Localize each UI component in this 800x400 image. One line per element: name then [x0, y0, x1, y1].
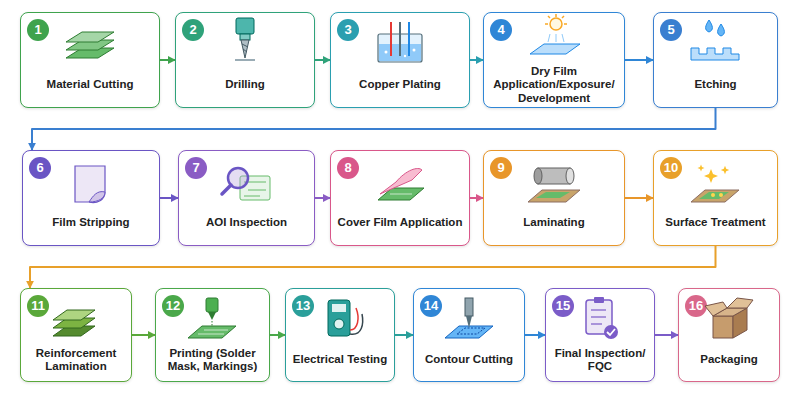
- step-label: AOI Inspection: [183, 205, 310, 241]
- step-number: 8: [337, 157, 359, 179]
- step-number: 16: [685, 295, 707, 317]
- step-number: 4: [490, 19, 512, 41]
- flow-arrow: [270, 334, 285, 336]
- flow-arrow: [470, 59, 483, 61]
- magnifier-icon: [222, 168, 270, 200]
- process-box: 14Contour Cutting: [413, 288, 525, 382]
- process-box: 9Laminating: [483, 150, 625, 246]
- etching-icon: [691, 20, 739, 60]
- process-box: 8Cover Film Application: [330, 150, 470, 246]
- step-number: 1: [27, 19, 49, 41]
- step-label: Material Cutting: [25, 67, 155, 103]
- step-label: Contour Cutting: [418, 343, 520, 377]
- step-number: 10: [660, 157, 682, 179]
- drill-icon: [235, 18, 255, 60]
- stack-icon: [53, 310, 95, 336]
- step-label: Reinforcement Lamination: [25, 343, 127, 377]
- step-label: Dry Film Application/Exposure/ Developme…: [488, 67, 620, 103]
- flow-arrow: [315, 59, 330, 61]
- step-number: 3: [337, 19, 359, 41]
- flow-arrow: [30, 246, 716, 288]
- step-number: 7: [185, 157, 207, 179]
- process-box: 10Surface Treatment: [653, 150, 778, 246]
- step-number: 12: [162, 295, 184, 317]
- multimeter-icon: [328, 300, 363, 336]
- flow-arrow: [160, 197, 178, 199]
- surface-treatment-icon: [691, 165, 739, 203]
- step-label: Drilling: [180, 67, 310, 103]
- roller-icon: [528, 168, 580, 202]
- step-label: Etching: [658, 67, 773, 103]
- flow-arrow: [625, 59, 653, 61]
- process-box: 1Material Cutting: [20, 12, 160, 108]
- process-box: 16Packaging: [678, 288, 780, 382]
- step-label: Electrical Testing: [290, 343, 390, 377]
- step-label: Laminating: [488, 205, 620, 241]
- flow-arrow: [625, 197, 653, 199]
- process-box: 5Etching: [653, 12, 778, 108]
- step-number: 13: [292, 295, 314, 317]
- printer-icon: [188, 298, 236, 338]
- flow-arrow: [32, 108, 716, 150]
- step-label: Packaging: [683, 343, 775, 377]
- flow-arrow: [470, 197, 483, 199]
- process-box: 6Film Stripping: [22, 150, 160, 246]
- process-box: 4Dry Film Application/Exposure/ Developm…: [483, 12, 625, 108]
- peeling-film-icon: [75, 166, 105, 203]
- process-box: 12Printing (Solder Mask, Markings): [155, 288, 270, 382]
- flow-arrow: [160, 59, 175, 61]
- step-label: Surface Treatment: [658, 205, 773, 241]
- flow-arrow: [655, 334, 678, 336]
- step-label: Copper Plating: [335, 67, 465, 103]
- step-number: 14: [420, 295, 442, 317]
- step-label: Final Inspection/ FQC: [550, 343, 650, 377]
- flow-arrow: [132, 334, 155, 336]
- exposure-icon: [530, 14, 580, 54]
- clipboard-icon: [586, 297, 618, 339]
- process-box: 2Drilling: [175, 12, 315, 108]
- step-number: 15: [552, 295, 574, 317]
- flow-arrow: [525, 334, 545, 336]
- process-box: 15Final Inspection/ FQC: [545, 288, 655, 382]
- process-box: 3Copper Plating: [330, 12, 470, 108]
- cutter-icon: [445, 298, 493, 338]
- step-number: 5: [660, 19, 682, 41]
- step-number: 9: [490, 157, 512, 179]
- step-number: 11: [27, 295, 49, 317]
- step-label: Printing (Solder Mask, Markings): [160, 343, 265, 377]
- process-box: 11Reinforcement Lamination: [20, 288, 132, 382]
- step-label: Film Stripping: [27, 205, 155, 241]
- step-number: 6: [29, 157, 51, 179]
- process-box: 13Electrical Testing: [285, 288, 395, 382]
- step-label: Cover Film Application: [335, 205, 465, 241]
- box-icon: [705, 298, 753, 338]
- flow-arrow: [395, 334, 413, 336]
- plating-tank-icon: [378, 22, 422, 62]
- flow-arrow: [315, 197, 330, 199]
- step-number: 2: [182, 19, 204, 41]
- process-box: 7AOI Inspection: [178, 150, 315, 246]
- sheets-icon: [66, 32, 114, 58]
- cover-film-icon: [378, 169, 424, 201]
